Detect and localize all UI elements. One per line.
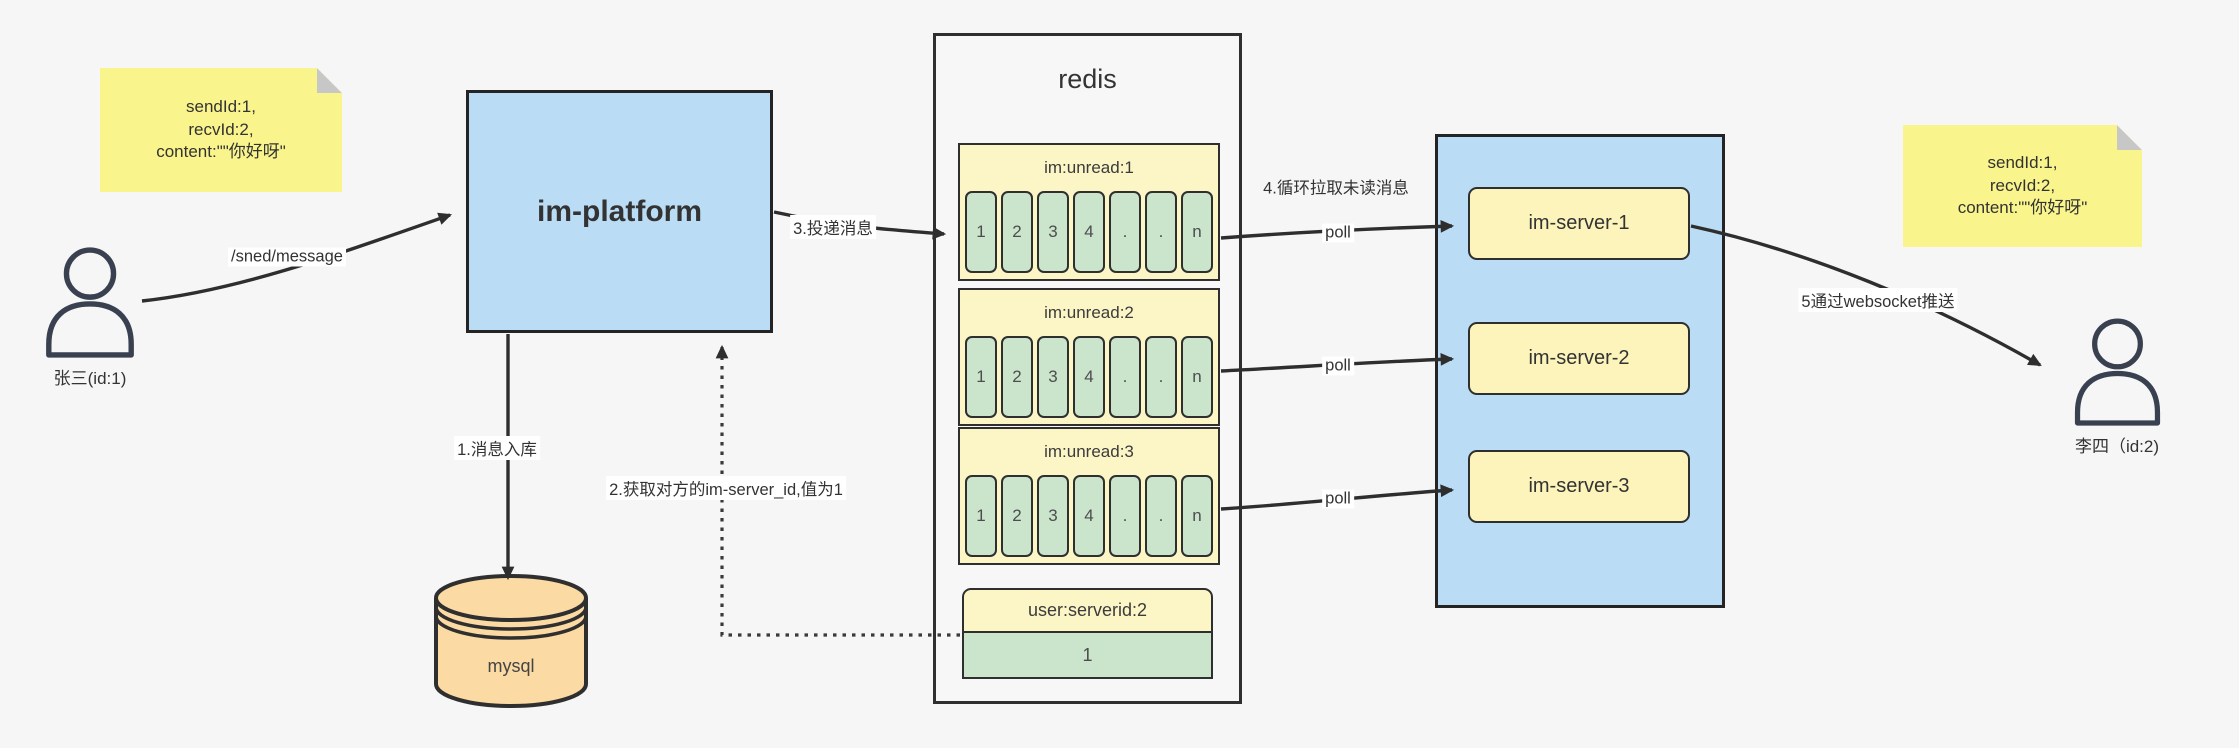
queue-cell: 2 bbox=[1001, 336, 1033, 418]
redis-kv-user-serverid: user:serverid:2 1 bbox=[962, 588, 1213, 679]
queue-cell: . bbox=[1109, 191, 1141, 273]
queue-cells: 1 2 3 4 . . n bbox=[960, 336, 1218, 424]
im-platform-box: im-platform bbox=[466, 90, 773, 333]
note-line: content:""你好呀" bbox=[156, 142, 286, 162]
edge-label-step2: 2.获取对方的im-server_id,值为1 bbox=[606, 476, 846, 500]
sticky-note-text: sendId:1, recvId:2, content:""你好呀" bbox=[1958, 152, 2088, 220]
edge-label-step3: 3.投递消息 bbox=[790, 215, 876, 239]
folded-corner-icon bbox=[317, 68, 342, 93]
im-server-3-box: im-server-3 bbox=[1468, 450, 1690, 523]
queue-cell: . bbox=[1145, 475, 1177, 557]
queue-cell: 3 bbox=[1037, 191, 1069, 273]
note-line: recvId:2, bbox=[1989, 175, 2056, 195]
sticky-note-sender: sendId:1, recvId:2, content:""你好呀" bbox=[100, 68, 342, 192]
queue-cell: . bbox=[1145, 191, 1177, 273]
queue-cell: n bbox=[1181, 336, 1213, 418]
queue-title: im:unread:1 bbox=[1044, 158, 1134, 177]
database-cylinder-icon: mysql bbox=[434, 574, 588, 708]
queue-cell: 1 bbox=[965, 191, 997, 273]
redis-queue-im-unread-2: im:unread:2 1 2 3 4 . . n bbox=[958, 288, 1220, 426]
queue-cell: 2 bbox=[1001, 191, 1033, 273]
edge-label-poll-3: poll bbox=[1322, 489, 1354, 509]
queue-cell: n bbox=[1181, 475, 1213, 557]
sticky-note-text: sendId:1, recvId:2, content:""你好呀" bbox=[156, 96, 286, 164]
im-server-2-box: im-server-2 bbox=[1468, 322, 1690, 395]
actor-sender: 张三(id:1) bbox=[20, 247, 160, 389]
queue-cell: . bbox=[1109, 475, 1141, 557]
mysql-label: mysql bbox=[487, 656, 534, 676]
queue-cell: 4 bbox=[1073, 336, 1105, 418]
queue-title: im:unread:2 bbox=[1044, 303, 1134, 322]
queue-cell: 2 bbox=[1001, 475, 1033, 557]
queue-cell: 3 bbox=[1037, 336, 1069, 418]
note-line: content:""你好呀" bbox=[1957, 198, 2088, 218]
queue-cell: 4 bbox=[1073, 475, 1105, 557]
edge-label-step4: 4.循环拉取未读消息 bbox=[1263, 179, 1409, 198]
note-line: recvId:2, bbox=[188, 119, 254, 139]
queue-cells: 1 2 3 4 . . n bbox=[960, 191, 1218, 279]
redis-queue-im-unread-3: im:unread:3 1 2 3 4 . . n bbox=[958, 427, 1220, 565]
sticky-note-receiver: sendId:1, recvId:2, content:""你好呀" bbox=[1903, 125, 2142, 247]
kv-key: user:serverid:2 bbox=[962, 588, 1213, 633]
redis-title: redis bbox=[1058, 64, 1117, 94]
redis-queue-im-unread-1: im:unread:1 1 2 3 4 . . n bbox=[958, 143, 1220, 281]
actor-receiver-label: 李四（id:2) bbox=[2074, 437, 2160, 456]
person-icon bbox=[2074, 318, 2160, 426]
queue-cell: 4 bbox=[1073, 191, 1105, 273]
queue-cell: 1 bbox=[965, 475, 997, 557]
actor-receiver: 李四（id:2) bbox=[2042, 318, 2192, 457]
note-line: sendId:1, bbox=[1987, 153, 2058, 173]
queue-title: im:unread:3 bbox=[1044, 442, 1134, 461]
edge-label-step5: 5通过websocket推送 bbox=[1798, 288, 1958, 312]
im-platform-label: im-platform bbox=[537, 194, 702, 228]
edge-label-send-api: /sned/message bbox=[228, 247, 346, 267]
kv-value: 1 bbox=[962, 633, 1213, 679]
mysql-database: mysql bbox=[430, 566, 592, 721]
queue-cell: . bbox=[1109, 336, 1141, 418]
queue-cell: . bbox=[1145, 336, 1177, 418]
note-line: sendId:1, bbox=[186, 97, 256, 117]
queue-cell: 1 bbox=[965, 336, 997, 418]
queue-cells: 1 2 3 4 . . n bbox=[960, 475, 1218, 563]
queue-cell: n bbox=[1181, 191, 1213, 273]
folded-corner-icon bbox=[2117, 125, 2142, 150]
edge-label-poll-2: poll bbox=[1322, 356, 1354, 376]
edge-label-poll-1: poll bbox=[1322, 223, 1354, 243]
im-server-1-box: im-server-1 bbox=[1468, 187, 1690, 260]
actor-sender-label: 张三(id:1) bbox=[53, 369, 127, 388]
edge-label-step1: 1.消息入库 bbox=[454, 436, 540, 460]
queue-cell: 3 bbox=[1037, 475, 1069, 557]
person-icon bbox=[46, 247, 134, 358]
